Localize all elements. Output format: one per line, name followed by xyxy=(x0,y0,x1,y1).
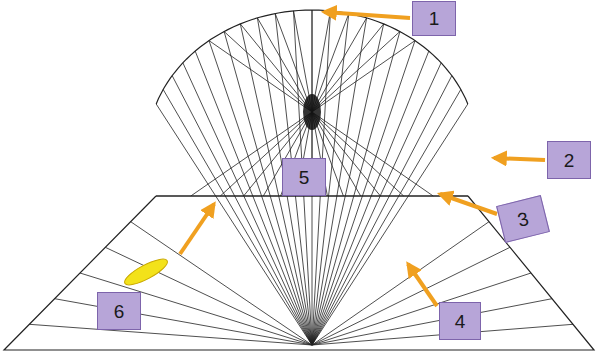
leader-arrow xyxy=(408,264,437,306)
ray-line xyxy=(163,90,312,346)
ray-line xyxy=(131,222,312,345)
callout-box: 1 xyxy=(412,1,456,36)
ray-line xyxy=(312,63,441,345)
ray-line xyxy=(55,299,312,345)
focal-spot xyxy=(303,94,321,130)
callout-box: 3 xyxy=(496,195,550,243)
ray-line xyxy=(209,41,433,196)
callout-number: 1 xyxy=(425,7,444,30)
leader-arrow xyxy=(440,194,497,214)
callout-number: 6 xyxy=(110,300,129,323)
leader-arrow xyxy=(324,12,410,18)
callout-number: 4 xyxy=(451,310,470,333)
callout-number: 3 xyxy=(511,206,535,233)
ray-line xyxy=(224,32,404,197)
ray-line xyxy=(183,63,312,345)
leader-arrow xyxy=(180,204,214,254)
ray-line xyxy=(156,104,312,345)
callout-number: 2 xyxy=(560,149,579,172)
ray-line xyxy=(195,51,312,345)
callout-number: 5 xyxy=(295,166,314,189)
ray-line xyxy=(281,14,349,197)
ray-line xyxy=(312,299,552,345)
callout-box: 5 xyxy=(282,158,326,196)
callout-box: 2 xyxy=(547,141,591,179)
callout-box: 4 xyxy=(439,302,481,340)
ray-line xyxy=(172,76,312,345)
ray-line xyxy=(312,41,415,345)
ray-line xyxy=(80,273,312,345)
ray-line xyxy=(312,247,510,345)
yellow-lens xyxy=(122,255,171,290)
ray-line xyxy=(312,222,489,345)
leader-arrows xyxy=(180,12,545,306)
ray-line xyxy=(312,76,452,345)
leader-arrow xyxy=(494,158,545,160)
ray-lines xyxy=(29,10,573,345)
ray-line xyxy=(244,24,384,196)
ray-line xyxy=(29,324,312,345)
base-triangle xyxy=(4,196,594,350)
callout-box: 6 xyxy=(97,292,141,330)
ray-line xyxy=(240,24,380,196)
ray-line xyxy=(312,51,429,345)
ray-line xyxy=(275,14,343,197)
